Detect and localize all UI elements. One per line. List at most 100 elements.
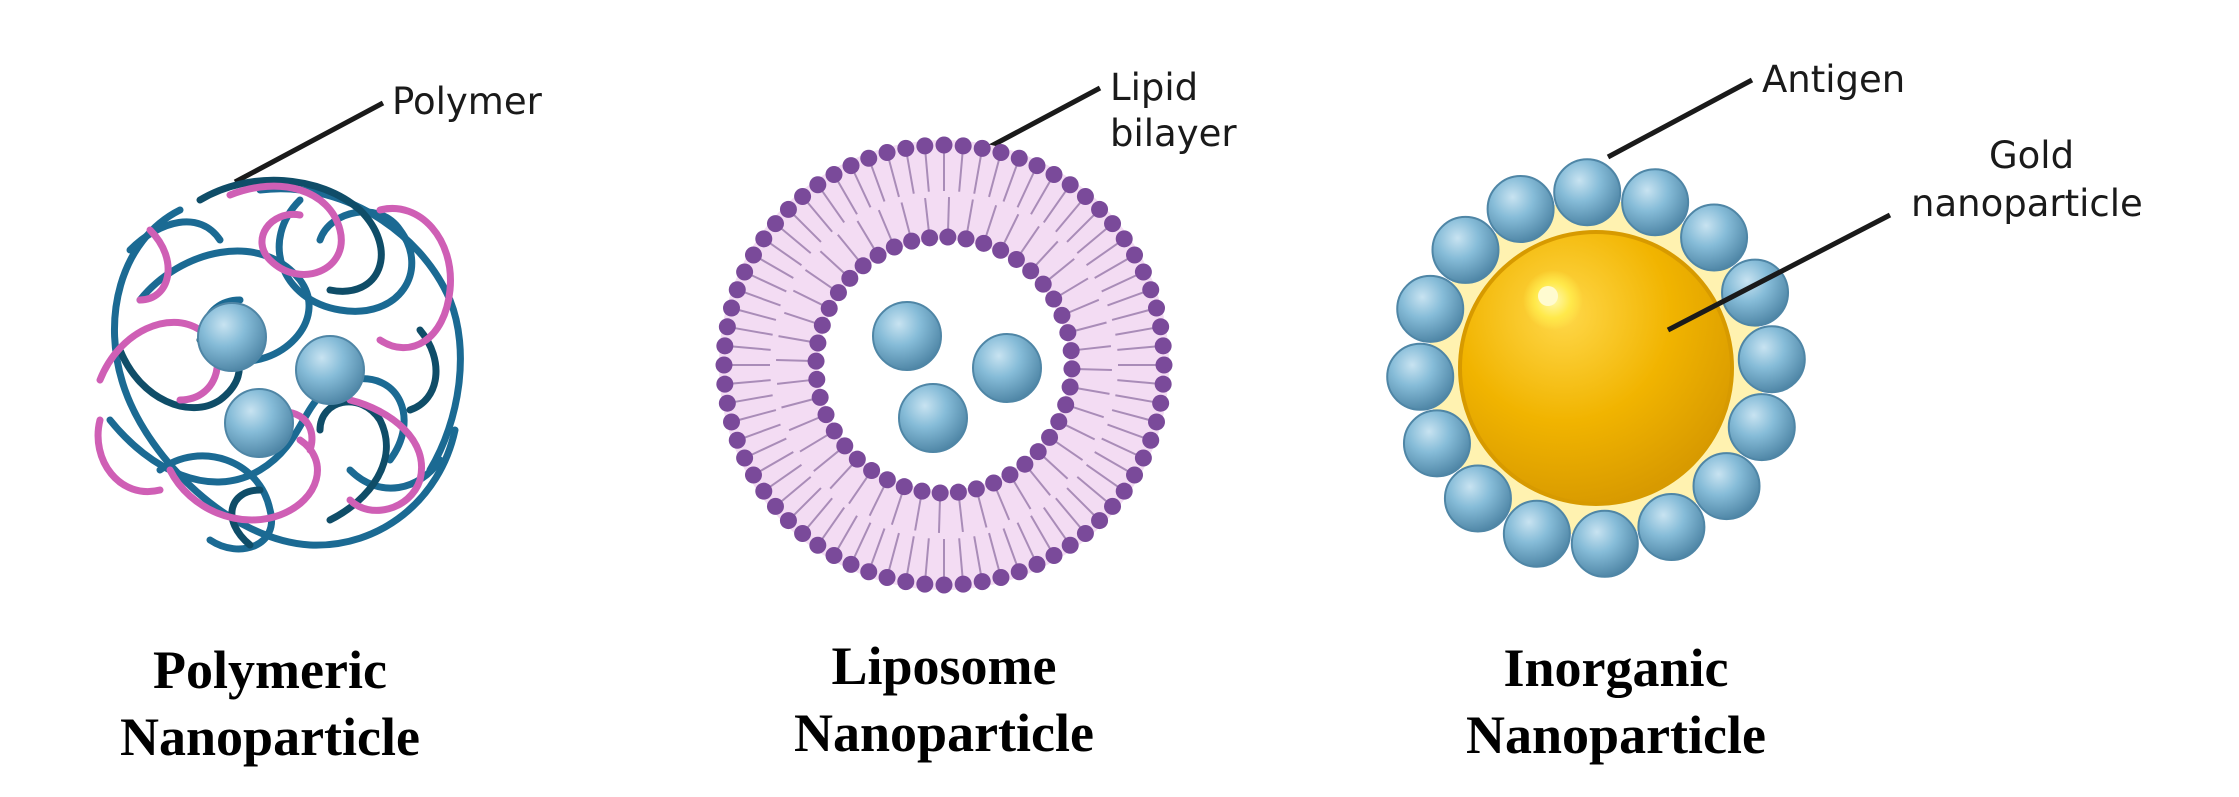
lipid-head xyxy=(954,137,972,155)
lipid-head xyxy=(992,143,1010,161)
lipid-head xyxy=(809,176,827,194)
lipid-head xyxy=(973,573,991,591)
lipid-tail xyxy=(958,153,964,192)
lipid-head xyxy=(954,575,972,593)
cargo-sphere xyxy=(197,302,267,372)
lipid-head xyxy=(1050,413,1068,431)
inorganic-caption-line2: Nanoparticle xyxy=(1466,705,1766,765)
lipid-head xyxy=(718,394,736,412)
antigen-sphere xyxy=(1637,493,1706,562)
lipid-tail xyxy=(924,538,930,577)
gold-label-line2: nanoparticle xyxy=(1911,182,2143,225)
lipid-head xyxy=(916,575,934,593)
lipid-head xyxy=(935,576,953,594)
polymer-tangle xyxy=(94,176,464,553)
lipid-tail xyxy=(1111,309,1150,321)
antigen-sphere xyxy=(1502,499,1571,568)
lipid-tail xyxy=(937,500,941,533)
lipid-head xyxy=(825,422,843,440)
lipid-tails xyxy=(732,153,1156,577)
lipid-tail xyxy=(821,190,846,224)
lipid-head xyxy=(718,318,736,336)
lipid-head xyxy=(1154,337,1172,355)
lipid-tail xyxy=(735,394,773,403)
lipid-head xyxy=(744,246,762,264)
lipid-head xyxy=(985,474,1003,492)
lipid-head xyxy=(755,482,773,500)
lipid-head xyxy=(716,337,734,355)
lipid-tail xyxy=(1042,190,1067,224)
lipid-tail xyxy=(868,486,885,517)
lipid-head xyxy=(860,149,878,167)
lipid-tail xyxy=(1101,437,1137,456)
lipid-head xyxy=(794,187,812,205)
lipid-head xyxy=(1028,555,1046,573)
lipid-head xyxy=(967,480,985,498)
lipid-head xyxy=(897,573,915,591)
lipid-tail xyxy=(1076,227,1108,254)
antigen-label: Antigen xyxy=(1762,58,1905,101)
lipid-tail xyxy=(848,476,868,505)
lipid-tail xyxy=(1060,277,1089,296)
gold-nanoparticle-core xyxy=(1458,230,1734,506)
lipid-head xyxy=(1142,281,1160,299)
lipid-tail xyxy=(788,416,820,432)
lipid-head xyxy=(921,229,939,247)
lipid-head xyxy=(1059,324,1077,342)
lipid-tail xyxy=(799,434,828,453)
lipid-head xyxy=(755,230,773,248)
lipid-tail xyxy=(1055,441,1084,461)
lipid-heads-inner xyxy=(807,228,1081,502)
inorganic-panel: Antigen Gold nanoparticle Inorganic Nano… xyxy=(1386,58,2143,765)
lipid-tail xyxy=(1035,240,1059,266)
lipid-head xyxy=(878,143,896,161)
lipid-head xyxy=(957,230,975,248)
liposome-caption-line1: Liposome xyxy=(831,636,1056,696)
lipid-tail xyxy=(759,451,794,472)
lipid-tail xyxy=(738,309,777,321)
lipid-heads-outer xyxy=(715,136,1173,594)
lipid-tail xyxy=(1117,379,1156,385)
lipid-tail xyxy=(1094,451,1129,472)
lipid-tail xyxy=(1030,515,1051,550)
antigen-sphere xyxy=(1721,258,1790,327)
lipid-label-line1: Lipid xyxy=(1110,66,1198,109)
lipid-tail xyxy=(1030,180,1051,215)
lipid-head xyxy=(1148,413,1166,431)
lipid-head xyxy=(811,388,829,406)
lipid-tail xyxy=(1066,487,1095,516)
lipid-tail xyxy=(813,450,840,472)
lipid-head xyxy=(1063,360,1081,378)
lipid-tail xyxy=(783,311,816,324)
lipid-tail xyxy=(751,274,787,293)
polymeric-caption-line1: Polymeric xyxy=(153,640,387,700)
lipid-head xyxy=(794,525,812,543)
lipid-tail xyxy=(778,335,811,343)
lipid-head xyxy=(1155,356,1173,374)
lipid-tail xyxy=(1079,345,1112,351)
lipid-tail xyxy=(738,409,777,421)
lipid-tail xyxy=(1094,258,1129,279)
lipid-tail xyxy=(1016,172,1035,208)
lipid-head xyxy=(1007,250,1025,268)
lipid-head xyxy=(973,139,991,157)
lipid-tail xyxy=(1115,394,1153,403)
antigen-sphere xyxy=(1737,325,1806,394)
lipid-tail xyxy=(792,289,823,306)
lipid-tail xyxy=(793,487,822,516)
lipid-head xyxy=(897,139,915,157)
lipid-head xyxy=(813,316,831,334)
lipid-label-line2: bilayer xyxy=(1110,112,1237,155)
lipid-head xyxy=(863,462,881,480)
lipid-tail xyxy=(888,532,900,571)
lipid-tail xyxy=(888,159,900,198)
lipid-tail xyxy=(793,214,822,243)
lipid-head xyxy=(809,536,827,554)
lipid-tail xyxy=(1065,424,1096,441)
lipid-tail xyxy=(759,258,794,279)
lipid-head xyxy=(1045,165,1063,183)
lipid-head xyxy=(931,484,949,502)
lipid-head xyxy=(807,352,825,370)
lipid-head xyxy=(903,232,921,250)
lipid-head xyxy=(1134,263,1152,281)
